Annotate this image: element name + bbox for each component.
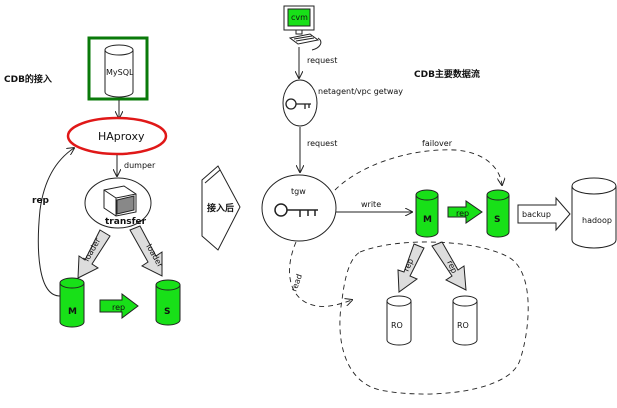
gateway-key-icon (285, 98, 311, 110)
rep-arrow-to-ro-left (397, 243, 425, 293)
ro2-label: RO (457, 321, 469, 330)
ro-group-boundary (339, 241, 529, 395)
transfer-label: transfer (105, 217, 147, 227)
write-label: write (361, 200, 381, 209)
left-m-cylinder (59, 277, 85, 328)
failover-label: failover (422, 139, 453, 148)
ro1-cylinder (386, 295, 412, 346)
hadoop-cylinder (571, 177, 617, 249)
mysql-highlight-box (87, 36, 149, 101)
backup-arrow (517, 196, 571, 232)
right-s-label: S (494, 215, 500, 225)
ro1-label: RO (391, 321, 403, 330)
haproxy-label: HAproxy (98, 130, 145, 143)
after-label: 接入后 (207, 202, 234, 214)
tgw-node (261, 174, 337, 242)
right-m-label: M (423, 215, 432, 225)
right-rep-arrow-label: rep (456, 209, 469, 218)
cvm-monitor-icon (283, 5, 322, 51)
dumper-label: dumper (124, 161, 156, 170)
request2-label: request (307, 139, 337, 148)
left-title: CDB的接入 (4, 73, 52, 85)
rep-arrow-to-ro-right (431, 241, 467, 291)
rep-back-arrow (37, 148, 74, 297)
read-label: read (289, 273, 304, 293)
backup-label: backup (522, 210, 551, 219)
left-rep-arrow-label: rep (112, 303, 125, 312)
left-rep-arrow (99, 293, 139, 319)
after-arrow (201, 165, 241, 251)
right-title: CDB主要数据流 (414, 68, 480, 80)
loader-arrow-left (77, 229, 111, 279)
gateway-label: netagent/vpc getway (318, 87, 403, 96)
left-rep-label: rep (32, 196, 50, 206)
mysql-cylinder (104, 44, 134, 98)
hadoop-label: hadoop (582, 216, 612, 225)
failover-arrow (334, 149, 502, 191)
ro2-cylinder (452, 295, 478, 346)
tgw-label: tgw (291, 187, 306, 196)
right-m-cylinder (415, 189, 439, 238)
right-rep-arrow (447, 200, 483, 224)
cvm-label: cvm (291, 13, 308, 22)
loader-arrow-right (129, 225, 163, 277)
gateway-node (282, 79, 318, 127)
right-s-cylinder (486, 189, 510, 238)
tgw-key-icon (274, 203, 318, 217)
left-m-label: M (68, 307, 77, 317)
mysql-label: MySQL (106, 68, 134, 77)
haproxy-ellipse (66, 116, 168, 156)
transfer-box-icon (103, 185, 137, 217)
read-arrow (289, 241, 352, 307)
request1-label: request (307, 56, 337, 65)
left-s-cylinder (155, 279, 181, 326)
left-s-label: S (164, 307, 170, 317)
